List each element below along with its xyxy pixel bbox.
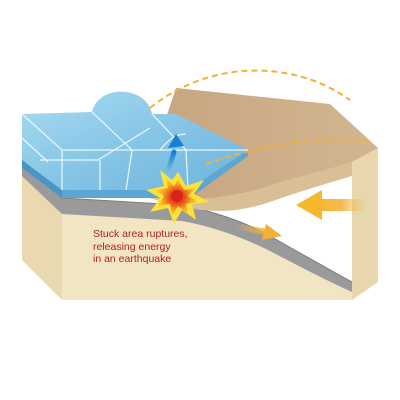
left-arrow-icon — [296, 190, 366, 220]
ocean-top — [22, 91, 248, 190]
ocean-front — [62, 150, 248, 198]
overriding-plate-slope — [140, 162, 352, 211]
rupture-annotation: Stuck area ruptures, releasing energy in… — [93, 228, 243, 266]
ocean-left — [22, 160, 62, 198]
explosion-burst-icon — [146, 170, 210, 224]
block-right-face — [352, 148, 378, 300]
right-arrow-icon — [233, 223, 282, 240]
up-arrow-icon — [165, 134, 184, 175]
annotation-line-1: Stuck area ruptures, — [93, 228, 188, 240]
uplift-dashed-line — [149, 69, 351, 109]
annotation-line-3: in an earthquake — [93, 253, 172, 265]
annotation-line-2: releasing energy — [93, 240, 171, 253]
subsidence-dashed-line — [205, 138, 373, 165]
block-front-face — [62, 198, 352, 300]
